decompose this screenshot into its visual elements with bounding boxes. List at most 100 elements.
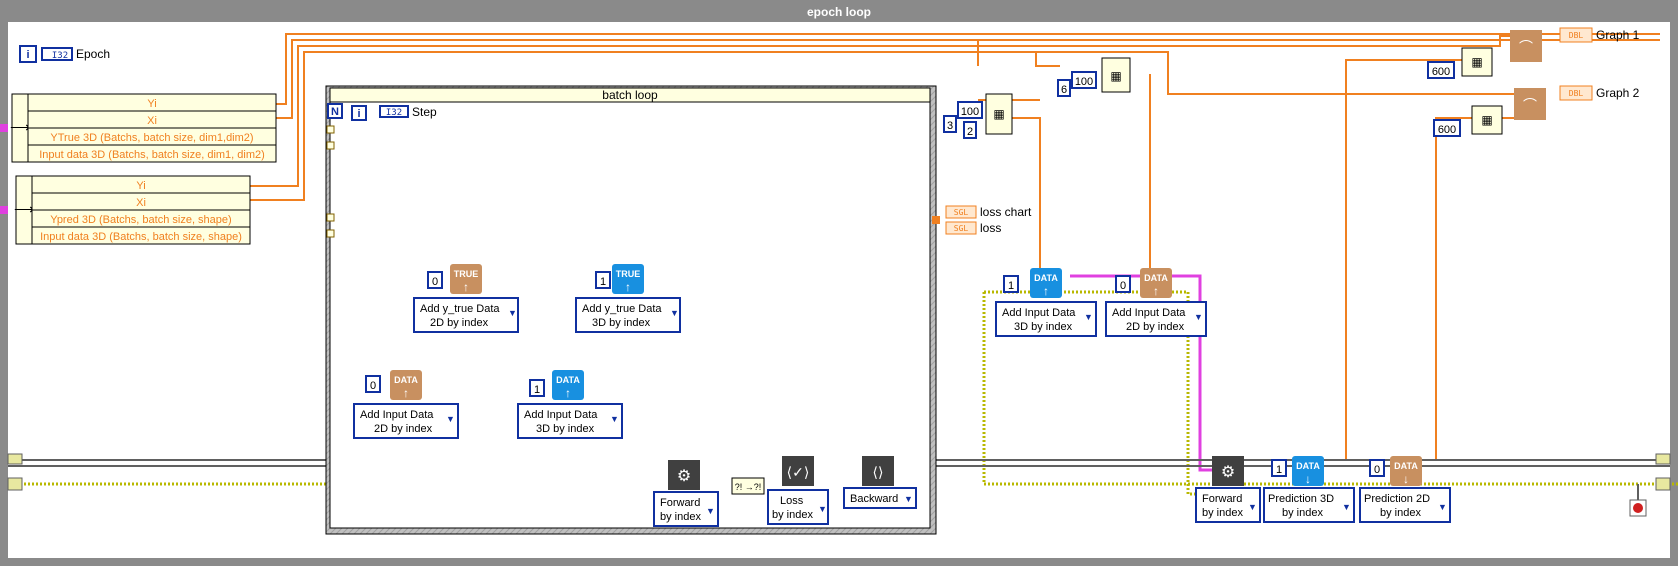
const-0-input[interactable]: 0: [365, 375, 381, 393]
svg-text:2D by index: 2D by index: [374, 423, 433, 435]
svg-text:Add Input Data: Add Input Data: [1112, 307, 1186, 319]
const-600-b[interactable]: 600: [1433, 119, 1461, 137]
svg-text:↓: ↓: [1305, 472, 1311, 486]
svg-text:0: 0: [1374, 464, 1380, 476]
pred-2d-subvi[interactable]: Prediction 2D by index ▼: [1359, 487, 1451, 523]
const-0-pred[interactable]: 0: [1369, 459, 1385, 477]
ytrue-2d-subvi[interactable]: Add y_true Data 2D by index ▼: [413, 297, 519, 333]
pred-3d-subvi[interactable]: Prediction 3D by index ▼: [1263, 487, 1355, 523]
epoch-iteration-terminal[interactable]: i I32 Epoch: [19, 45, 110, 63]
build-waveform-2-icon[interactable]: ⌒: [1514, 88, 1546, 120]
svg-text:1: 1: [534, 384, 540, 396]
svg-text:Forward: Forward: [1202, 493, 1242, 505]
stop-terminal[interactable]: [1629, 499, 1647, 517]
const-1-pred[interactable]: 1: [1271, 459, 1287, 477]
forward-subvi[interactable]: Forward by index ▼: [653, 491, 719, 527]
batch-loop-title: batch loop: [602, 88, 658, 102]
svg-text:↑: ↑: [1153, 284, 1159, 298]
svg-text:▦: ▦: [1471, 55, 1482, 69]
loss-label: loss: [980, 221, 1001, 235]
cluster-bottom-item-1: Xi: [136, 197, 146, 209]
const-100-a[interactable]: 100: [957, 101, 983, 119]
unbundle-bottom[interactable]: ⟶ Yi Xi Ypred 3D (Batchs, batch size, sh…: [14, 175, 251, 245]
svg-text:⟶: ⟶: [10, 119, 30, 135]
unbundle-top[interactable]: ⟶ Yi Xi YTrue 3D (Batchs, batch size, di…: [10, 93, 277, 163]
ytrue-3d-add-icon[interactable]: TRUE ↑: [612, 264, 644, 294]
loss-indicator[interactable]: SGL loss: [945, 221, 1001, 235]
batch-count-terminal[interactable]: N: [327, 103, 343, 119]
forward-icon[interactable]: ⚙: [668, 460, 700, 490]
backward-icon[interactable]: ⟨⟩: [862, 456, 894, 486]
svg-text:DATA: DATA: [394, 375, 418, 385]
const-1-input[interactable]: 1: [529, 379, 545, 397]
ytrue-2d-add-icon[interactable]: TRUE ↑: [450, 264, 482, 294]
input-2d-add-icon[interactable]: DATA ↑: [390, 370, 422, 400]
cluster-top-item-3: Input data 3D (Batchs, batch size, dim1,…: [39, 149, 265, 161]
loss-chart-indicator[interactable]: SGL loss chart: [932, 205, 1032, 224]
svg-text:DATA: DATA: [1296, 461, 1320, 471]
svg-text:▼: ▼: [1342, 502, 1351, 512]
input-2d-subvi[interactable]: Add Input Data 2D by index ▼: [353, 403, 459, 439]
svg-text:Forward: Forward: [660, 497, 700, 509]
pred-2d-icon[interactable]: DATA ↓: [1390, 456, 1422, 486]
batch-iteration-terminal[interactable]: i I32 Step: [351, 105, 437, 121]
svg-text:▦: ▦: [1110, 69, 1121, 83]
ytrue-3d-subvi[interactable]: Add y_true Data 3D by index ▼: [575, 297, 681, 333]
loss-icon[interactable]: ⟨✓⟩: [782, 456, 814, 486]
const-6[interactable]: 6: [1057, 79, 1071, 97]
graph2-label: Graph 2: [1596, 86, 1640, 100]
const-600-a[interactable]: 600: [1427, 61, 1455, 79]
svg-text:▼: ▼: [610, 414, 619, 424]
forward-right-icon[interactable]: ⚙: [1212, 456, 1244, 486]
svg-text:Add Input Data: Add Input Data: [524, 409, 598, 421]
svg-text:⚙: ⚙: [1221, 464, 1235, 481]
svg-text:3D by index: 3D by index: [536, 423, 595, 435]
svg-text:⟶: ⟶: [14, 201, 34, 217]
reshape-array-d[interactable]: ▦: [1471, 105, 1503, 135]
input-2d-right-subvi[interactable]: Add Input Data 2D by index ▼: [1105, 301, 1207, 337]
svg-text:Prediction 2D: Prediction 2D: [1364, 493, 1430, 505]
const-100-b[interactable]: 100: [1071, 71, 1097, 89]
svg-text:3: 3: [947, 120, 953, 132]
svg-text:⟨⟩: ⟨⟩: [873, 464, 884, 480]
svg-text:i: i: [357, 108, 360, 120]
svg-text:▼: ▼: [1084, 312, 1093, 322]
svg-text:Backward: Backward: [850, 493, 898, 505]
svg-text:Loss: Loss: [780, 495, 804, 507]
const-2[interactable]: 2: [963, 121, 977, 139]
reshape-array-c[interactable]: ▦: [1461, 47, 1493, 77]
const-0-ytrue[interactable]: 0: [427, 271, 443, 289]
svg-text:1: 1: [600, 276, 606, 288]
const-0-right[interactable]: 0: [1115, 275, 1131, 293]
svg-text:↑: ↑: [403, 386, 409, 400]
forward-right-subvi[interactable]: Forward by index ▼: [1195, 487, 1261, 523]
pred-3d-icon[interactable]: DATA ↓: [1292, 456, 1324, 486]
const-3[interactable]: 3: [943, 115, 957, 133]
svg-text:DATA: DATA: [556, 375, 580, 385]
input-3d-right-add-icon[interactable]: DATA ↑: [1030, 268, 1062, 298]
input-3d-right-subvi[interactable]: Add Input Data 3D by index ▼: [995, 301, 1097, 337]
svg-text:SGL: SGL: [954, 224, 969, 233]
input-3d-add-icon[interactable]: DATA ↑: [552, 370, 584, 400]
input-2d-right-add-icon[interactable]: DATA ↑: [1140, 268, 1172, 298]
svg-text:DATA: DATA: [1144, 273, 1168, 283]
graph2-indicator[interactable]: DBL Graph 2: [1559, 85, 1640, 101]
svg-text:▼: ▼: [446, 414, 455, 424]
build-waveform-1-icon[interactable]: ⌒: [1510, 30, 1542, 62]
const-1-right[interactable]: 1: [1003, 275, 1019, 293]
svg-text:0: 0: [432, 276, 438, 288]
backward-subvi[interactable]: Backward ▼: [843, 487, 917, 509]
loss-subvi[interactable]: Loss by index ▼: [767, 489, 829, 525]
cluster-input-terminal: [0, 206, 8, 214]
graph1-indicator[interactable]: DBL Graph 1: [1559, 27, 1640, 43]
const-1-ytrue[interactable]: 1: [595, 271, 611, 289]
reshape-array-a[interactable]: ▦: [985, 93, 1013, 135]
svg-text:1: 1: [1276, 464, 1282, 476]
svg-text:↑: ↑: [463, 280, 469, 294]
input-3d-subvi[interactable]: Add Input Data 3D by index ▼: [517, 403, 623, 439]
svg-text:N: N: [331, 106, 339, 118]
merge-errors-icon[interactable]: ?! →?!: [731, 477, 765, 495]
reshape-array-b[interactable]: ▦: [1101, 57, 1131, 93]
svg-text:2: 2: [967, 126, 973, 138]
svg-text:▼: ▼: [1194, 312, 1203, 322]
